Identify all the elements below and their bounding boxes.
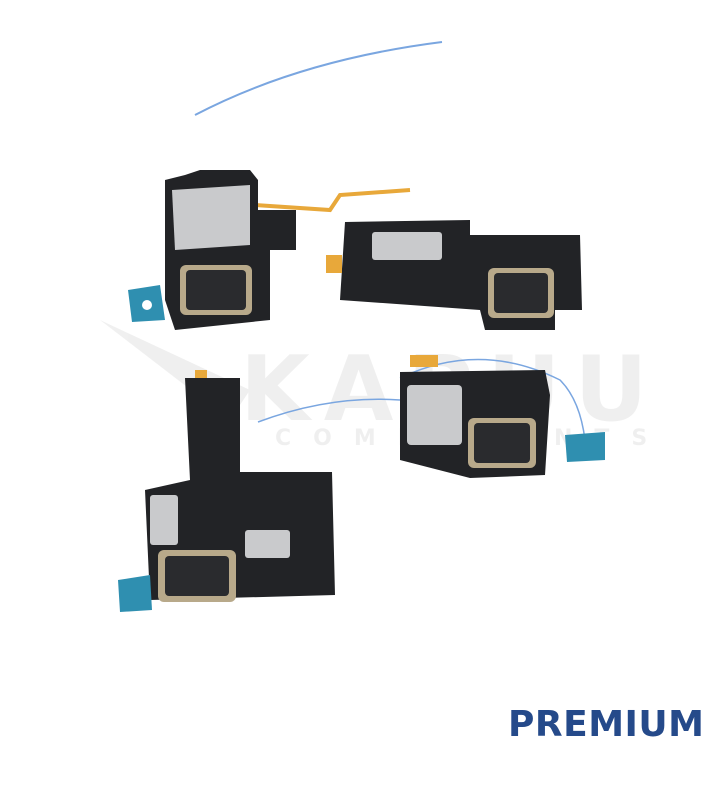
speaker-module-bottom-left [118,370,401,612]
speaker-module-bottom-right [399,355,605,478]
speaker-module-top-left [128,41,443,330]
speaker-module-top-right [326,220,582,330]
premium-badge: PREMIUM [508,704,705,745]
